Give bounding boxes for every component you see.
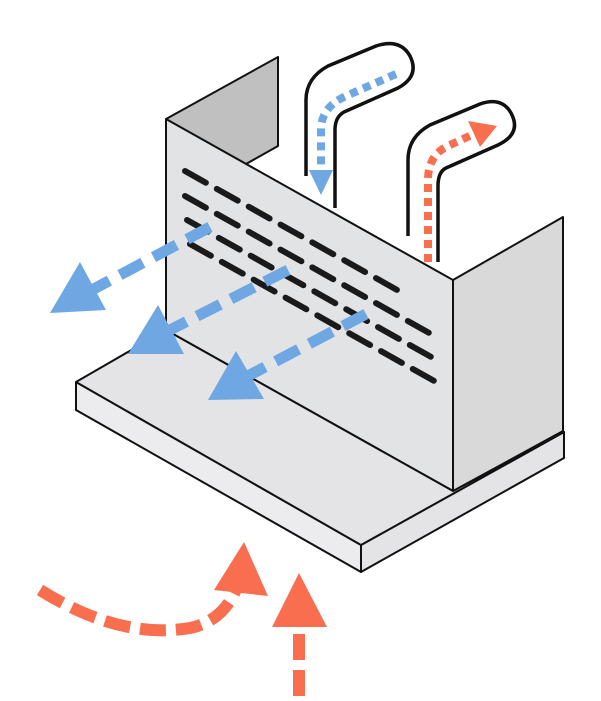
vent-slot xyxy=(373,275,400,293)
vent-slot xyxy=(215,234,243,253)
vent-slot xyxy=(282,294,310,313)
vent-slot xyxy=(373,300,400,318)
vent-slot xyxy=(378,348,405,366)
vent-slot xyxy=(182,168,209,186)
vent-slot xyxy=(245,203,273,222)
vent-slot xyxy=(245,228,273,247)
vent-slot xyxy=(406,342,434,360)
vent-slot xyxy=(250,276,278,295)
vent-slot xyxy=(277,246,305,265)
vent-slot xyxy=(213,185,241,204)
vent-lower-arrowhead-icon xyxy=(208,351,264,400)
floor-left-arrowhead-icon xyxy=(214,542,268,596)
intake-duct xyxy=(304,41,415,208)
vent-slot xyxy=(277,221,305,240)
exhaust-duct-flow xyxy=(424,121,497,262)
exhaust-arrowhead-icon xyxy=(468,121,497,147)
vent-slot xyxy=(311,288,339,307)
vent-upper-arrowhead-icon xyxy=(50,262,106,313)
floor-right-arrowhead-icon xyxy=(272,573,327,627)
intake-arrowhead-icon xyxy=(309,170,333,195)
vent-slot xyxy=(182,193,209,211)
floor-flow-left xyxy=(36,542,268,637)
vent-slot xyxy=(213,210,241,229)
vent-slots xyxy=(182,168,437,384)
vent-flow-middle xyxy=(128,265,291,354)
vent-slot xyxy=(314,312,342,331)
vent-slot xyxy=(409,366,437,384)
vent-slot xyxy=(309,239,337,258)
exhaust-duct xyxy=(406,99,517,262)
vent-slot xyxy=(247,252,275,271)
right-side-panel xyxy=(452,216,564,492)
vent-slot xyxy=(341,282,369,300)
vent-slot xyxy=(218,258,246,277)
vent-slot xyxy=(341,257,369,275)
floor-flow-right xyxy=(272,573,327,696)
vent-slot xyxy=(346,330,374,348)
vent-slot xyxy=(404,318,432,336)
vent-slot xyxy=(309,264,337,283)
intake-duct-flow xyxy=(309,70,398,195)
vent-flow-lower xyxy=(208,309,369,400)
vent-slot xyxy=(375,324,402,342)
vent-middle-arrowhead-icon xyxy=(128,305,184,354)
vent-slot xyxy=(187,241,214,259)
vent-flow-upper xyxy=(50,222,213,313)
